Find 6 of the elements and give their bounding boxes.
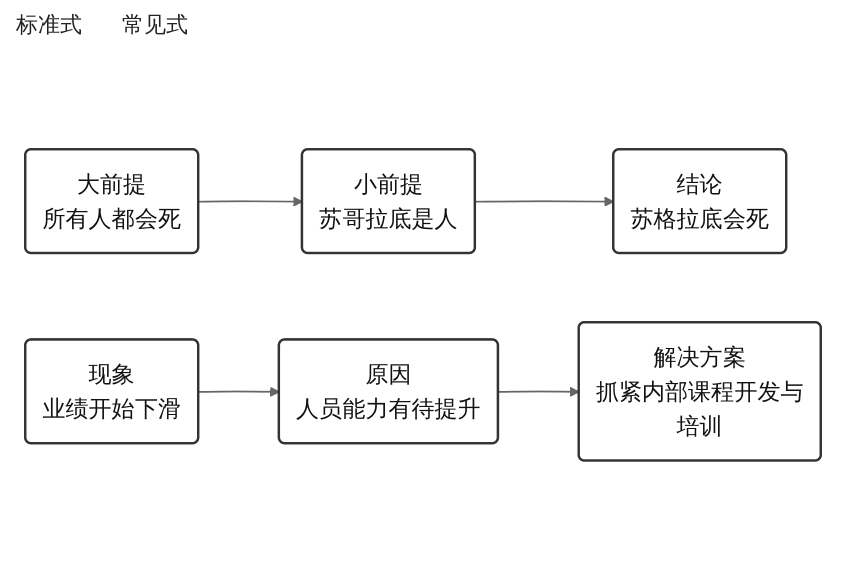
section-heading: 常见式	[122, 12, 188, 40]
section-heading: 标准式	[16, 12, 82, 40]
arrow	[198, 386, 280, 397]
arrow	[198, 196, 303, 207]
arrow	[498, 386, 580, 397]
arrow	[475, 196, 614, 207]
